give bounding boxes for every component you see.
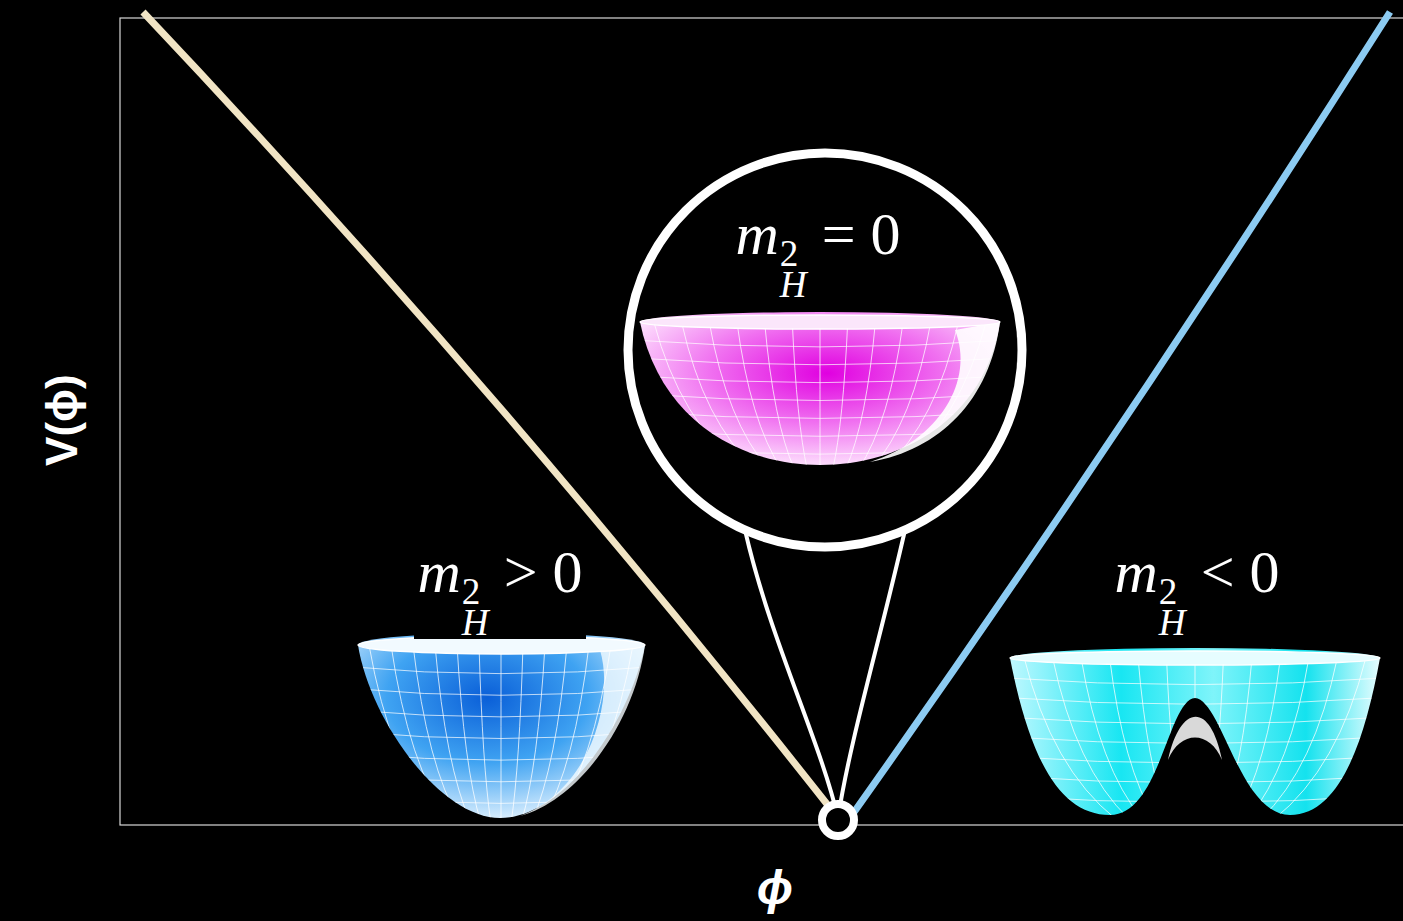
magnifier-leader <box>745 530 905 818</box>
mass-condition-label: mH2 = 0 <box>732 203 903 301</box>
magnifier-circle <box>628 153 1022 547</box>
symmetric-bowl <box>348 633 654 822</box>
mass-condition-label: mH2 > 0 <box>414 541 585 639</box>
critical-bowl <box>630 312 1010 469</box>
mass-condition-label: mH2 < 0 <box>1111 541 1282 639</box>
axis-label: V(ϕ) <box>39 371 85 469</box>
critical-point <box>822 804 854 836</box>
mexican-hat <box>1000 648 1390 819</box>
plot-frame <box>120 18 1403 825</box>
axis-label: ϕ <box>754 863 796 913</box>
